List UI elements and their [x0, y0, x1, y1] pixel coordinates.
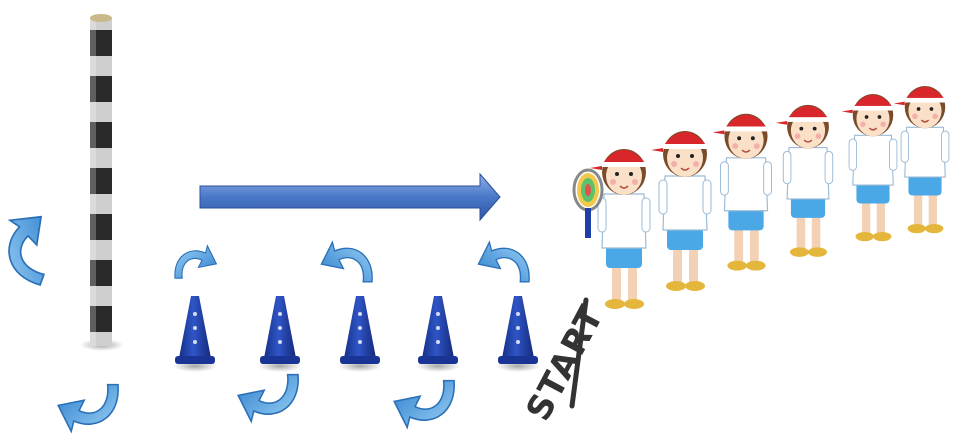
curved-arrow-icon: [394, 381, 454, 428]
cone-icon: [416, 296, 460, 372]
child-runner-icon: [842, 94, 897, 241]
striped-pole-icon: [80, 14, 124, 351]
curved-arrow-icon: [321, 242, 372, 282]
child-runner-icon: [590, 149, 650, 309]
curved-arrow-icon: [58, 385, 118, 432]
cone-icon: [338, 296, 382, 372]
child-runner-icon: [776, 105, 833, 257]
curved-arrow-icon: [0, 207, 62, 285]
child-runner-icon: [651, 131, 711, 291]
direction-arrow-icon: [200, 174, 500, 220]
child-runner-icon: [894, 86, 949, 233]
child-runner-icon: [713, 114, 772, 271]
cone-icon: [258, 296, 302, 372]
cone-icon: [173, 296, 217, 372]
curved-arrow-icon: [175, 246, 217, 278]
curved-arrow-icon: [478, 242, 529, 282]
cone-icon: [496, 296, 540, 372]
curved-arrow-icon: [238, 375, 298, 422]
